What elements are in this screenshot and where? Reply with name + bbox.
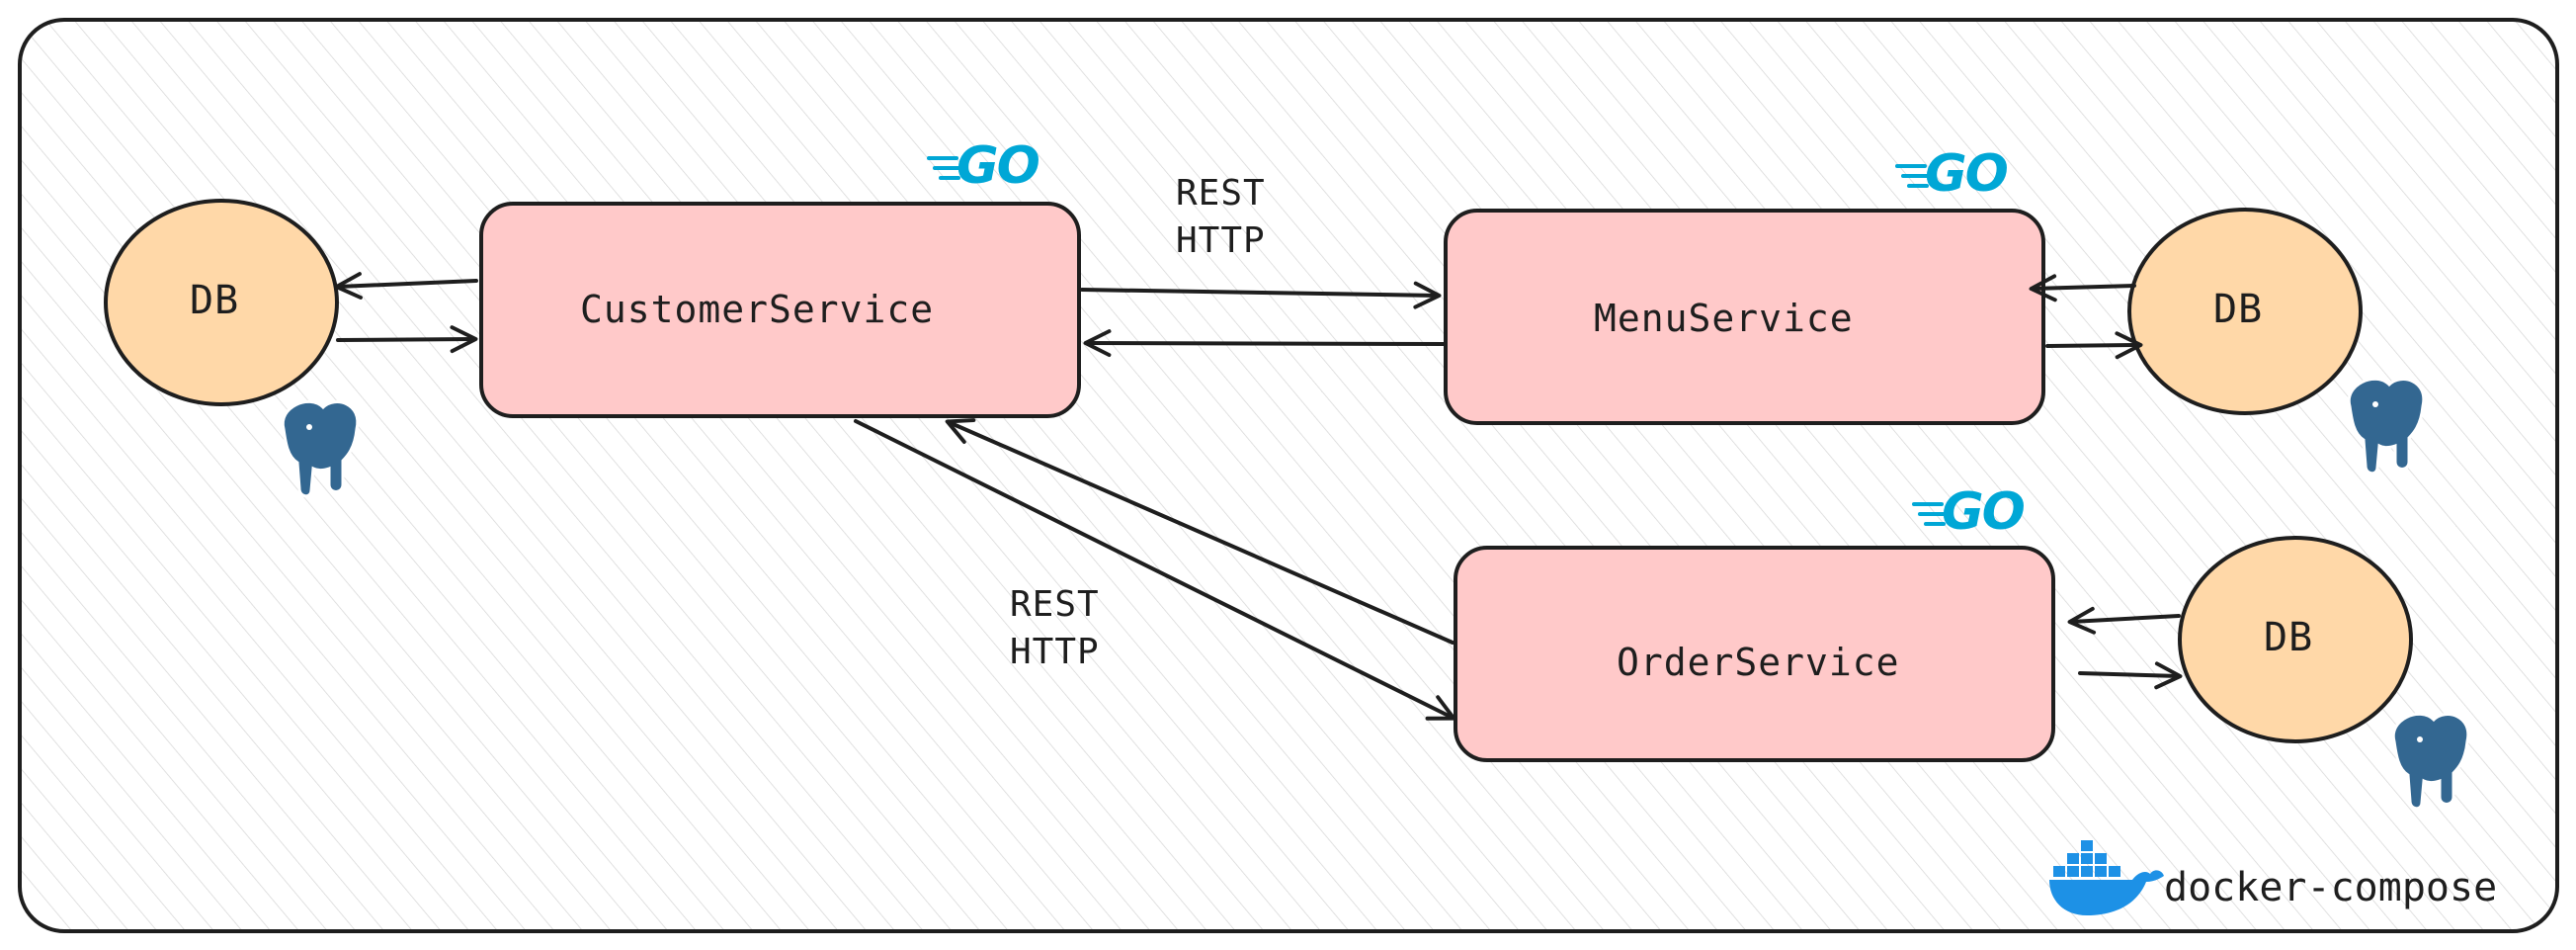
order-db-circle[interactable]	[2178, 536, 2413, 743]
postgresql-elephant-icon	[2391, 713, 2470, 811]
order-go-badge: GO	[1942, 482, 2026, 542]
menu-service-label: MenuService	[1594, 297, 1854, 340]
go-speed-lines	[1895, 164, 1931, 188]
docker-compose-label: docker-compose	[2164, 865, 2498, 910]
menu-db-to-menu-arrow	[2029, 274, 2136, 302]
postgresql-elephant-icon	[281, 400, 360, 498]
protocol-line-rest: REST	[1010, 584, 1100, 625]
order-service-label: OrderService	[1617, 641, 1900, 684]
menu-to-customer-arrow	[1083, 329, 1448, 358]
customer-order-protocol-label: REST HTTP	[1010, 581, 1100, 676]
customer-service-box[interactable]	[479, 202, 1081, 418]
customer-service-label: CustomerService	[580, 288, 935, 331]
customer-to-menu-arrow	[1080, 281, 1442, 309]
db-to-customer-arrow	[336, 325, 478, 354]
customer-db-circle[interactable]	[104, 199, 339, 406]
menu-go-badge: GO	[1925, 144, 2009, 204]
docker-compose-frame	[18, 18, 2559, 933]
menu-service-box[interactable]	[1444, 209, 2045, 425]
customer-menu-protocol-label: REST HTTP	[1176, 170, 1266, 265]
customer-db-label: DB	[190, 278, 240, 323]
menu-to-menu-db-arrow	[2045, 331, 2143, 360]
order-service-box[interactable]	[1454, 546, 2055, 762]
docker-whale-icon	[2049, 840, 2164, 915]
order-db-to-order-arrow	[2067, 606, 2181, 635]
order-to-customer-arrow	[945, 418, 1454, 645]
protocol-line-http: HTTP	[1176, 220, 1266, 261]
menu-db-circle[interactable]	[2127, 208, 2363, 415]
go-speed-lines	[1912, 502, 1948, 526]
order-to-order-db-arrow	[2078, 661, 2183, 690]
customer-to-order-arrow	[854, 419, 1456, 721]
menu-db-label: DB	[2213, 287, 2264, 332]
protocol-line-http: HTTP	[1010, 632, 1100, 672]
postgresql-elephant-icon	[2347, 378, 2426, 475]
go-speed-lines	[927, 156, 962, 180]
order-db-label: DB	[2264, 615, 2314, 660]
customer-to-db-arrow	[334, 272, 478, 300]
customer-go-badge: GO	[956, 136, 1040, 196]
protocol-line-rest: REST	[1176, 173, 1266, 214]
